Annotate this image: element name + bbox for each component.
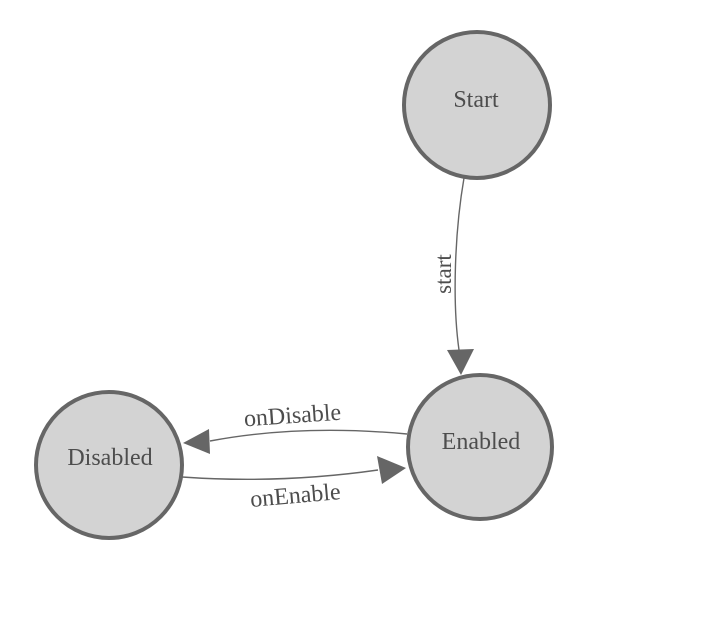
state-label-disabled: Disabled xyxy=(67,445,152,471)
state-circle-start xyxy=(402,30,552,180)
edge-label-ondisable: onDisable xyxy=(243,400,342,433)
state-node-disabled: Disabled xyxy=(34,390,184,540)
state-circle-disabled xyxy=(34,390,184,540)
edge-line-enabled-to-disabled xyxy=(209,429,408,442)
state-label-enabled: Enabled xyxy=(442,429,521,455)
arrowhead-enabled-to-disabled xyxy=(183,429,210,454)
state-circle-enabled xyxy=(406,373,554,521)
state-node-enabled: Enabled xyxy=(406,373,554,521)
edge-line-disabled-to-enabled xyxy=(181,469,379,481)
edge-enabled-to-disabled: onDisable xyxy=(183,400,408,454)
arrowhead-start-to-enabled xyxy=(447,349,474,375)
state-node-start: Start xyxy=(402,30,552,180)
edge-line-start-to-enabled xyxy=(454,177,465,351)
arrowhead-disabled-to-enabled xyxy=(377,456,406,484)
edge-label-start: start xyxy=(431,254,456,294)
edge-label-onenable: onEnable xyxy=(249,479,342,513)
edge-disabled-to-enabled: onEnable xyxy=(181,456,406,513)
edge-start-to-enabled: start xyxy=(431,177,474,375)
state-label-start: Start xyxy=(453,87,499,113)
